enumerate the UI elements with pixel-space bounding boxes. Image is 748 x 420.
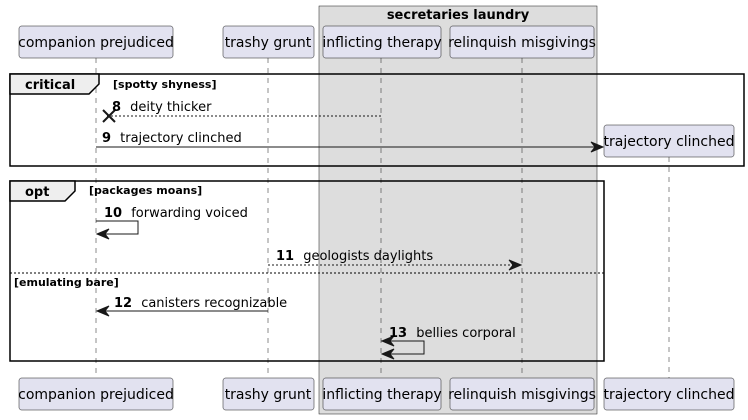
participant-label: inflicting therapy — [322, 387, 441, 403]
fragment-critical: critical [spotty shyness] — [9, 73, 745, 167]
message-label: 11 geologists daylights — [276, 245, 433, 264]
participant-label: trajectory clinched — [604, 134, 735, 150]
participant-label: trashy grunt — [225, 387, 312, 403]
participant-foot-companion-prejudiced[interactable]: companion prejudiced — [18, 377, 174, 411]
participant-head-companion-prejudiced[interactable]: companion prejudiced — [18, 25, 174, 59]
message-8: 8 deity thicker — [102, 96, 381, 123]
participant-label: relinquish misgivings — [448, 35, 596, 51]
message-label: 8 deity thicker — [112, 96, 212, 115]
participant-foot-trajectory-clinched[interactable]: trajectory clinched — [604, 377, 735, 411]
box-group-area — [318, 5, 598, 415]
message-label: 12 canisters recognizable — [114, 292, 287, 311]
fragment-opt: opt [packages moans] [emulating bare] — [9, 180, 605, 362]
participant-head-trashy-grunt[interactable]: trashy grunt — [222, 25, 315, 59]
participant-head-inflicting-therapy[interactable]: inflicting therapy — [322, 25, 442, 59]
message-10: 10 forwarding voiced — [95, 202, 248, 240]
message-13: 13 bellies corporal — [380, 322, 516, 360]
fragment-guard: [emulating bare] — [14, 276, 119, 289]
message-label: 10 forwarding voiced — [104, 202, 248, 221]
participant-foot-trashy-grunt[interactable]: trashy grunt — [222, 377, 315, 411]
participant-label: companion prejudiced — [18, 387, 174, 403]
message-label: 9 trajectory clinched — [102, 127, 242, 146]
message-11: 11 geologists daylights — [268, 245, 523, 271]
fragment-guard: [packages moans] — [89, 184, 202, 197]
participant-head-trajectory-clinched[interactable]: trajectory clinched — [604, 124, 735, 158]
participant-foot-inflicting-therapy[interactable]: inflicting therapy — [322, 377, 442, 411]
fragment-kind-label: critical — [25, 78, 75, 93]
participant-label: relinquish misgivings — [448, 387, 596, 403]
participant-head-relinquish-misgivings[interactable]: relinquish misgivings — [448, 25, 596, 59]
participant-label: companion prejudiced — [18, 35, 174, 51]
fragment-guard: [spotty shyness] — [113, 78, 217, 91]
participant-label: inflicting therapy — [322, 35, 441, 51]
message-9: 9 trajectory clinched — [96, 127, 605, 153]
participant-label: trajectory clinched — [604, 387, 735, 403]
message-12: 12 canisters recognizable — [95, 292, 287, 317]
fragment-kind-label: opt — [25, 185, 49, 200]
message-label: 13 bellies corporal — [389, 322, 516, 341]
box-group-title: secretaries laundry — [387, 8, 530, 23]
destroy-x-mark — [102, 109, 116, 123]
participant-label: trashy grunt — [225, 35, 312, 51]
participant-foot-relinquish-misgivings[interactable]: relinquish misgivings — [448, 377, 596, 411]
